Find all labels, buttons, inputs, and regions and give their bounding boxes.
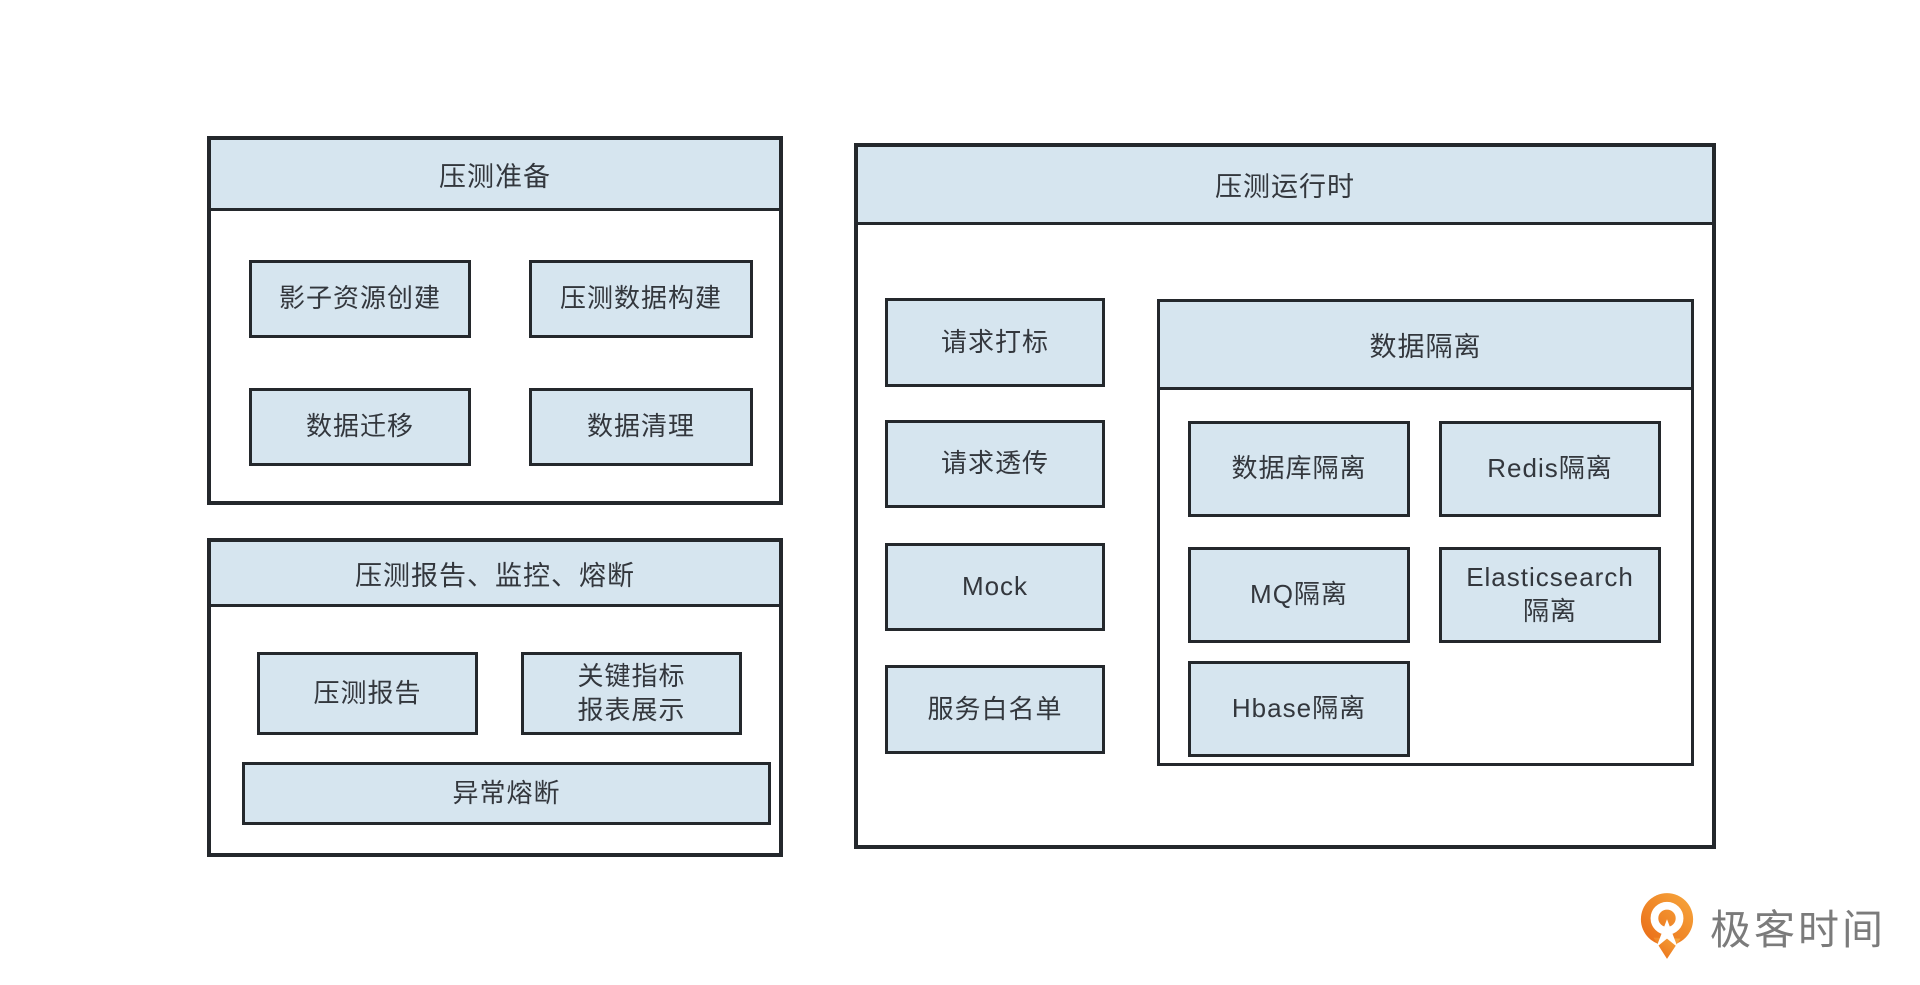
group-data-isolation-title: 数据隔离 — [1369, 332, 1482, 362]
group-report-monitor-circuit-break-header: 压测报告、监控、熔断 — [211, 542, 779, 607]
geektime-logo: 极客时间 — [1638, 891, 1886, 961]
node-mq-isolation: MQ隔离 — [1188, 547, 1410, 643]
node-load-test-report: 压测报告 — [257, 652, 478, 735]
node-key-metrics-report-display: 关键指标 报表展示 — [521, 652, 742, 735]
group-load-test-runtime-title: 压测运行时 — [1215, 172, 1355, 202]
node-hbase-isolation: Hbase隔离 — [1188, 661, 1410, 757]
group-load-test-prep-header: 压测准备 — [211, 140, 779, 211]
node-database-isolation: 数据库隔离 — [1188, 421, 1410, 517]
group-load-test-prep: 压测准备 影子资源创建 压测数据构建 数据迁移 数据清理 — [207, 136, 783, 505]
group-load-test-runtime: 压测运行时 请求打标 请求透传 Mock 服务白名单 数据隔离 数据库隔离 Re… — [854, 143, 1716, 849]
node-data-migration: 数据迁移 — [249, 388, 471, 466]
group-load-test-runtime-header: 压测运行时 — [858, 147, 1712, 225]
node-service-whitelist: 服务白名单 — [885, 665, 1105, 754]
group-report-monitor-circuit-break-title: 压测报告、监控、熔断 — [355, 560, 635, 591]
node-load-test-data-construction: 压测数据构建 — [529, 260, 753, 338]
geektime-logo-text: 极客时间 — [1710, 907, 1886, 953]
node-mock: Mock — [885, 543, 1105, 631]
node-elasticsearch-isolation: Elasticsearch 隔离 — [1439, 547, 1661, 643]
group-load-test-prep-title: 压测准备 — [439, 161, 551, 192]
group-data-isolation-header: 数据隔离 — [1160, 302, 1691, 390]
group-report-monitor-circuit-break: 压测报告、监控、熔断 压测报告 关键指标 报表展示 异常熔断 — [207, 538, 783, 857]
node-data-cleaning: 数据清理 — [529, 388, 753, 466]
geektime-logo-icon — [1640, 893, 1694, 959]
node-redis-isolation: Redis隔离 — [1439, 421, 1661, 517]
node-request-passthrough: 请求透传 — [885, 420, 1105, 508]
node-abnormal-circuit-break: 异常熔断 — [242, 762, 771, 825]
group-data-isolation: 数据隔离 数据库隔离 Redis隔离 MQ隔离 Elasticsearch 隔离… — [1157, 299, 1694, 766]
node-shadow-resource-creation: 影子资源创建 — [249, 260, 471, 338]
node-request-tagging: 请求打标 — [885, 298, 1105, 387]
